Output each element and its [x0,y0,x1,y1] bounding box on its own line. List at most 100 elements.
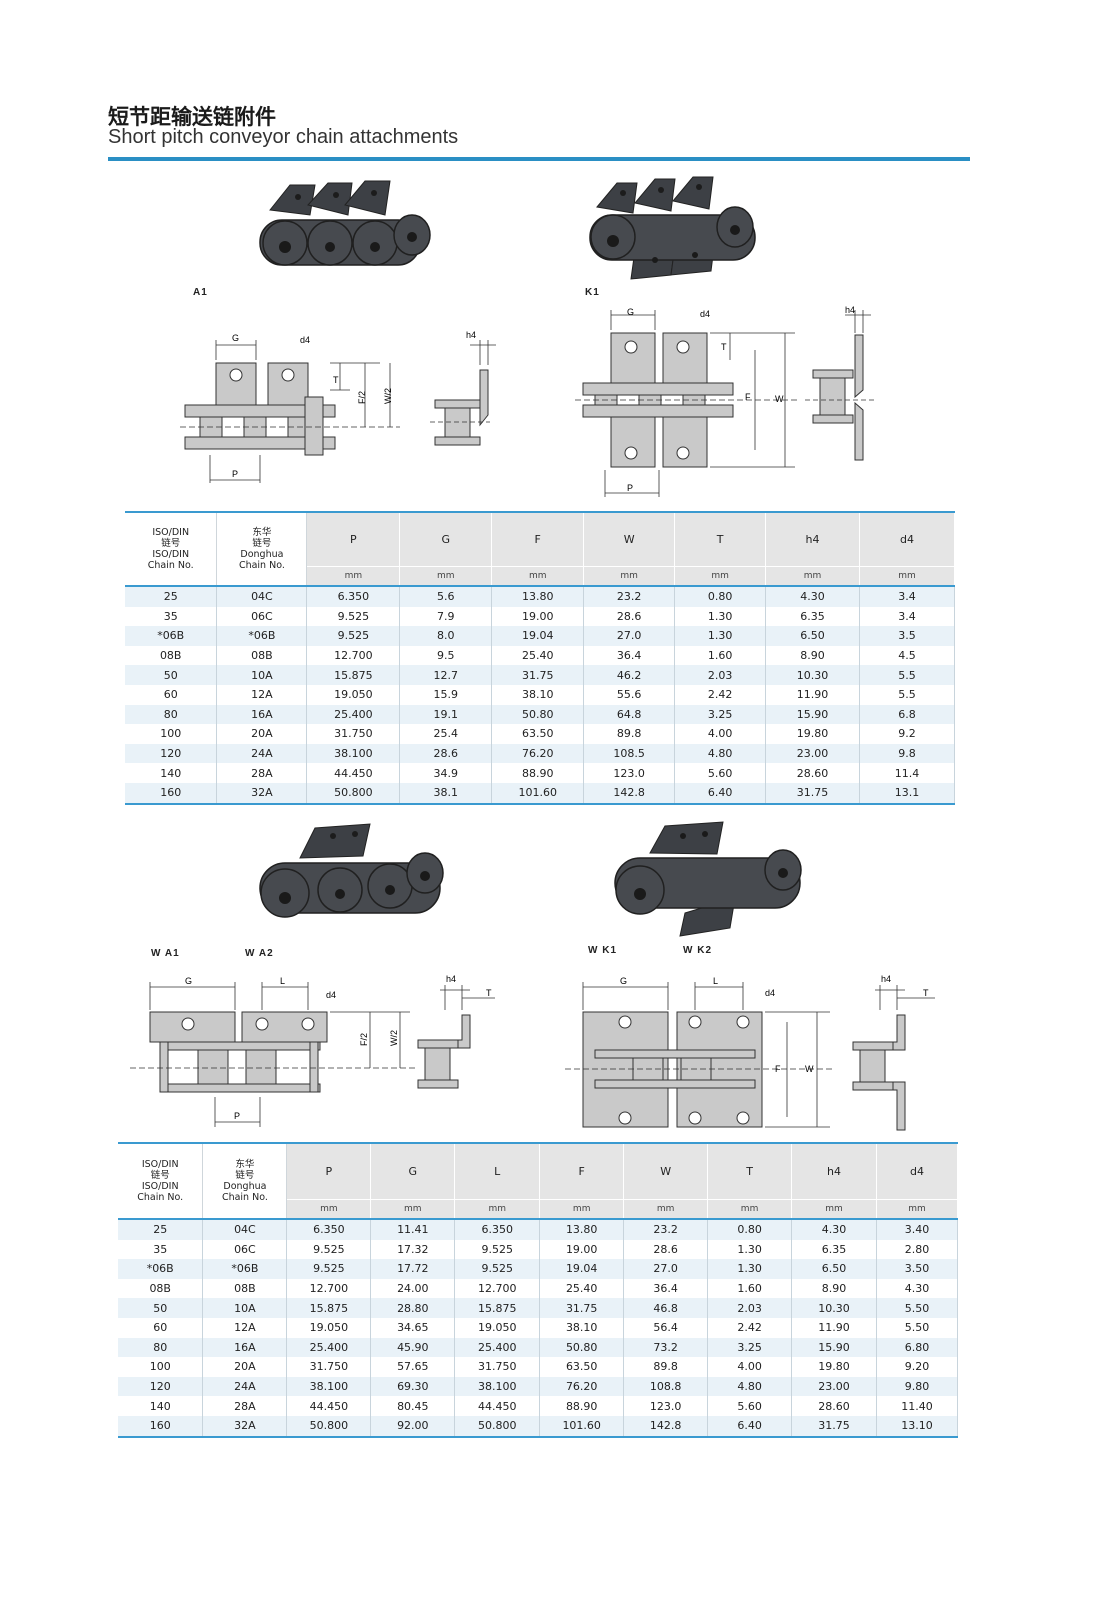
table-cell: 9.525 [286,1259,372,1279]
table-cell: 10.30 [791,1298,877,1318]
table-cell: 9.8 [859,743,955,764]
wk-dim-d4-label: d4 [765,988,775,998]
table-cell: 15.90 [791,1337,877,1358]
table-cell: 50.800 [286,1415,372,1437]
dim-w2-label: W/2 [383,388,393,404]
dim-g-label: G [232,333,239,343]
dim-d4-label: d4 [300,335,310,345]
table-cell: 19.00 [491,606,585,627]
wk-dim-t-label: T [923,988,929,998]
table-cell: 19.050 [306,684,401,705]
table-cell: 16A [216,704,308,725]
table-cell: 50.80 [539,1337,625,1358]
table-cell: 13.1 [859,782,955,804]
table-cell: 9.525 [454,1259,541,1279]
table-cell: 19.050 [286,1317,372,1338]
chain-photo-wk [614,821,802,937]
table-cell: 35 [118,1239,204,1260]
table-cell: 50.80 [491,704,585,725]
table-cell: 19.80 [765,724,860,744]
table-cell: 04C [216,585,308,607]
table-cell: 25.400 [306,704,401,725]
table-cell: 2.42 [674,684,767,705]
table-cell: 0.80 [674,585,767,607]
figure-label-wk2: W K2 [683,945,712,956]
table-cell: 10A [216,665,308,685]
table-cell: 5.5 [859,665,955,685]
table-cell: 140 [118,1396,204,1416]
table-cell: 101.60 [491,782,585,804]
wa-dim-g-label: G [185,976,192,986]
table-cell: *06B [125,626,218,646]
table-cell: 12.700 [286,1278,372,1299]
table-cell: 31.75 [765,782,860,804]
table-cell: 08B [118,1278,204,1299]
table-cell: 32A [202,1415,288,1437]
table-cell: 17.32 [370,1239,456,1260]
table-cell: 31.750 [306,724,401,744]
table-cell: 27.0 [623,1259,709,1279]
col-header: F [539,1143,625,1199]
table-cell: 2.03 [674,665,767,685]
table-cell: 31.75 [791,1415,877,1437]
table-cell: 23.00 [765,743,860,764]
table-cell: 12A [216,684,308,705]
table-cell: 46.8 [623,1298,709,1318]
table-cell: 15.875 [454,1298,541,1318]
table-cell: 100 [125,724,218,744]
table-cell: 28.80 [370,1298,456,1318]
table-cell: 19.80 [791,1357,877,1377]
table-cell: 9.525 [454,1239,541,1260]
table-cell: 1.30 [674,626,767,646]
wk-dim-g-label: G [620,976,627,986]
table-cell: 108.5 [583,743,676,764]
title-rule [108,157,970,161]
table-cell: 4.00 [674,724,767,744]
table-cell: 31.75 [539,1298,625,1318]
table-cell: 23.00 [791,1376,877,1397]
table-cell: 11.41 [370,1218,456,1240]
table-cell: 25 [125,585,218,607]
table-cell: 31.750 [454,1357,541,1377]
table-cell: 2.42 [707,1317,793,1338]
table-cell: 6.35 [765,606,860,627]
table-cell: 19.050 [454,1317,541,1338]
table-cell: 3.25 [707,1337,793,1358]
unit-label: mm [765,565,860,586]
table-cell: 12.7 [399,665,493,685]
col-header: d4 [859,512,955,566]
table-cell: 69.30 [370,1376,456,1397]
table-cell: 9.525 [306,626,401,646]
table-cell: 10.30 [765,665,860,685]
table-cell: 17.72 [370,1259,456,1279]
k1-dim-f-label: F [745,392,751,402]
unit-label: mm [454,1198,541,1219]
table-cell: 04C [202,1218,288,1240]
table-cell: 120 [118,1376,204,1397]
table-cell: 25.4 [399,724,493,744]
table-cell: 28A [216,763,308,783]
unit-label: mm [623,1198,709,1219]
col-header: T [674,512,767,566]
table-cell: 11.40 [876,1396,959,1416]
table-cell: 50.800 [306,782,401,804]
wa-dim-p-label: P [234,1111,240,1121]
table-cell: 38.1 [399,782,493,804]
table-cell: 36.4 [623,1278,709,1299]
table-cell: 46.2 [583,665,676,685]
table-cell: 9.20 [876,1357,959,1377]
table-cell: 142.8 [583,782,676,804]
table-cell: 3.50 [876,1259,959,1279]
table-cell: 80.45 [370,1396,456,1416]
